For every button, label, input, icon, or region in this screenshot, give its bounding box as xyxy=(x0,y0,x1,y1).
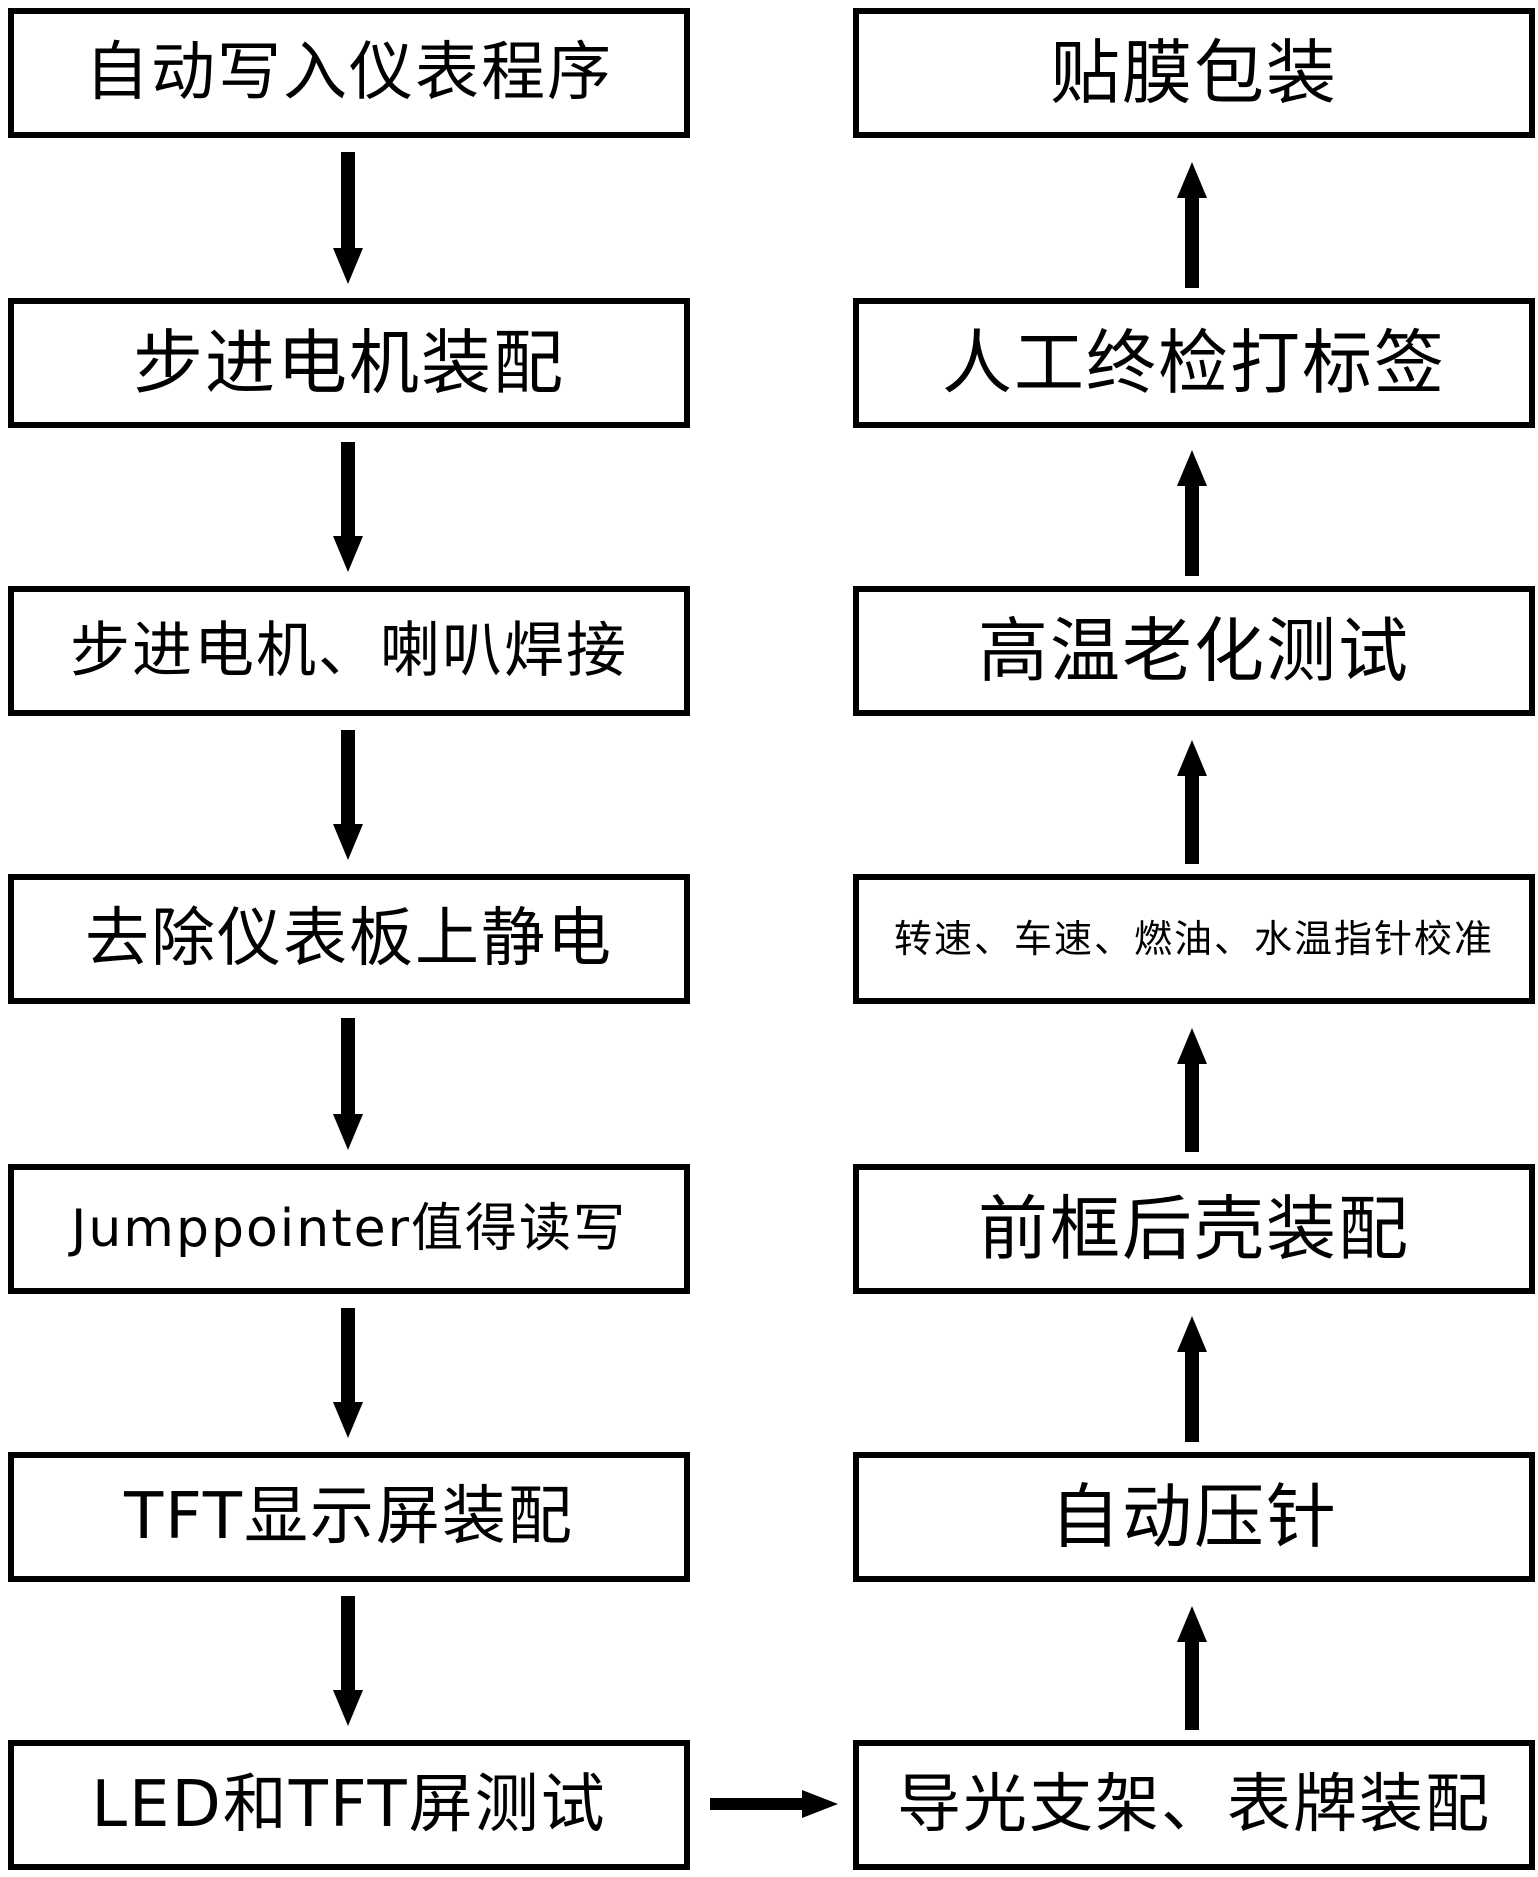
arrow-up-6 xyxy=(1177,162,1207,288)
step-box-high-temp-aging-test: 高温老化测试 xyxy=(853,586,1535,716)
step-box-film-packaging: 贴膜包装 xyxy=(853,8,1535,138)
arrow-down-3 xyxy=(333,730,363,860)
step-box-tft-display-assembly: TFT显示屏装配 xyxy=(8,1452,690,1582)
arrow-up-5 xyxy=(1177,450,1207,576)
arrow-right-connector xyxy=(710,1790,838,1818)
arrow-up-2 xyxy=(1177,1316,1207,1442)
step-label: LED和TFT屏测试 xyxy=(91,1773,606,1837)
arrow-down-5 xyxy=(333,1308,363,1438)
step-box-led-tft-test: LED和TFT屏测试 xyxy=(8,1740,690,1870)
step-box-stepper-motor-assembly: 步进电机装配 xyxy=(8,298,690,428)
step-box-pointer-calibration: 转速、车速、燃油、水温指针校准 xyxy=(853,874,1535,1004)
step-label: 导光支架、表牌装配 xyxy=(897,1773,1491,1837)
step-label: 人工终检打标签 xyxy=(942,328,1446,398)
step-label: 步进电机、喇叭焊接 xyxy=(70,621,628,681)
step-box-jumppointer-read-write: Jumppointer值得读写 xyxy=(8,1164,690,1294)
step-label: Jumppointer值得读写 xyxy=(71,1203,627,1255)
step-box-light-guide-dial-assembly: 导光支架、表牌装配 xyxy=(853,1740,1535,1870)
arrow-down-2 xyxy=(333,442,363,572)
step-label: 自动写入仪表程序 xyxy=(85,41,613,105)
arrow-up-3 xyxy=(1177,1028,1207,1152)
arrow-down-4 xyxy=(333,1018,363,1150)
step-box-write-program: 自动写入仪表程序 xyxy=(8,8,690,138)
step-label: 去除仪表板上静电 xyxy=(85,907,613,971)
step-box-front-rear-housing-assembly: 前框后壳装配 xyxy=(853,1164,1535,1294)
step-box-motor-speaker-welding: 步进电机、喇叭焊接 xyxy=(8,586,690,716)
step-label: 前框后壳装配 xyxy=(978,1194,1410,1264)
arrow-down-1 xyxy=(333,152,363,284)
arrow-up-4 xyxy=(1177,740,1207,864)
arrow-up-1 xyxy=(1177,1606,1207,1730)
step-label: 贴膜包装 xyxy=(1050,38,1338,108)
step-label: 高温老化测试 xyxy=(978,616,1410,686)
step-label: 步进电机装配 xyxy=(133,328,565,398)
step-label: TFT显示屏装配 xyxy=(124,1485,574,1549)
step-label: 自动压针 xyxy=(1050,1482,1338,1552)
step-label: 转速、车速、燃油、水温指针校准 xyxy=(894,920,1494,958)
step-box-remove-static: 去除仪表板上静电 xyxy=(8,874,690,1004)
step-box-final-inspection-labeling: 人工终检打标签 xyxy=(853,298,1535,428)
arrow-down-6 xyxy=(333,1596,363,1726)
step-box-auto-press-pointer: 自动压针 xyxy=(853,1452,1535,1582)
